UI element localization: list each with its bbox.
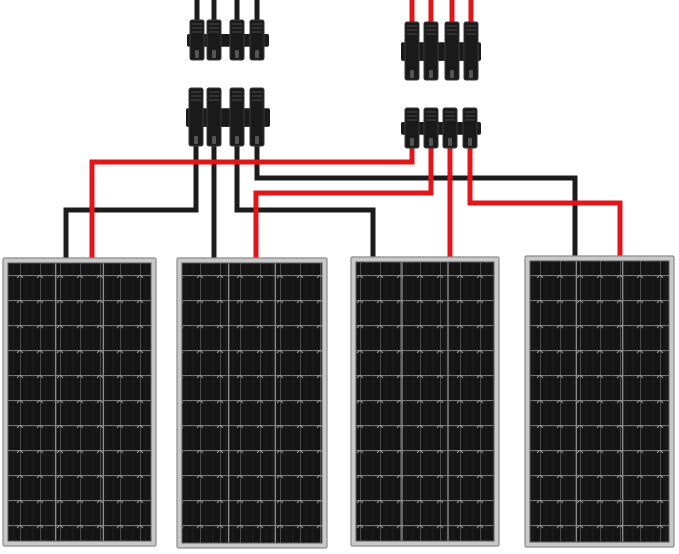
solar-cell-grid [356, 262, 494, 541]
trunk-cable-stubs [194, 0, 474, 22]
cable-group [63, 0, 623, 258]
negative-branch-connector-bottom [186, 87, 270, 147]
positive-branch-connector-top [401, 21, 481, 81]
positive-wire-panel-4 [467, 147, 623, 258]
solar-panel-2 [176, 257, 328, 549]
solar-cell-grid [530, 261, 669, 542]
negative-branch-connector-top [187, 19, 269, 61]
solar-cell-grid [182, 263, 322, 543]
negative-wire-panel-1 [63, 145, 199, 258]
solar-cell-grid [8, 263, 151, 541]
solar-panel-4 [524, 255, 675, 548]
positive-wire-panel-1 [89, 147, 415, 258]
positive-wire-panel-2 [253, 147, 434, 258]
positive-branch-connector-bottom [401, 107, 481, 149]
negative-wire-panel-3 [234, 145, 376, 258]
solar-panel-3 [350, 256, 500, 547]
solar-panel-1 [2, 257, 157, 547]
